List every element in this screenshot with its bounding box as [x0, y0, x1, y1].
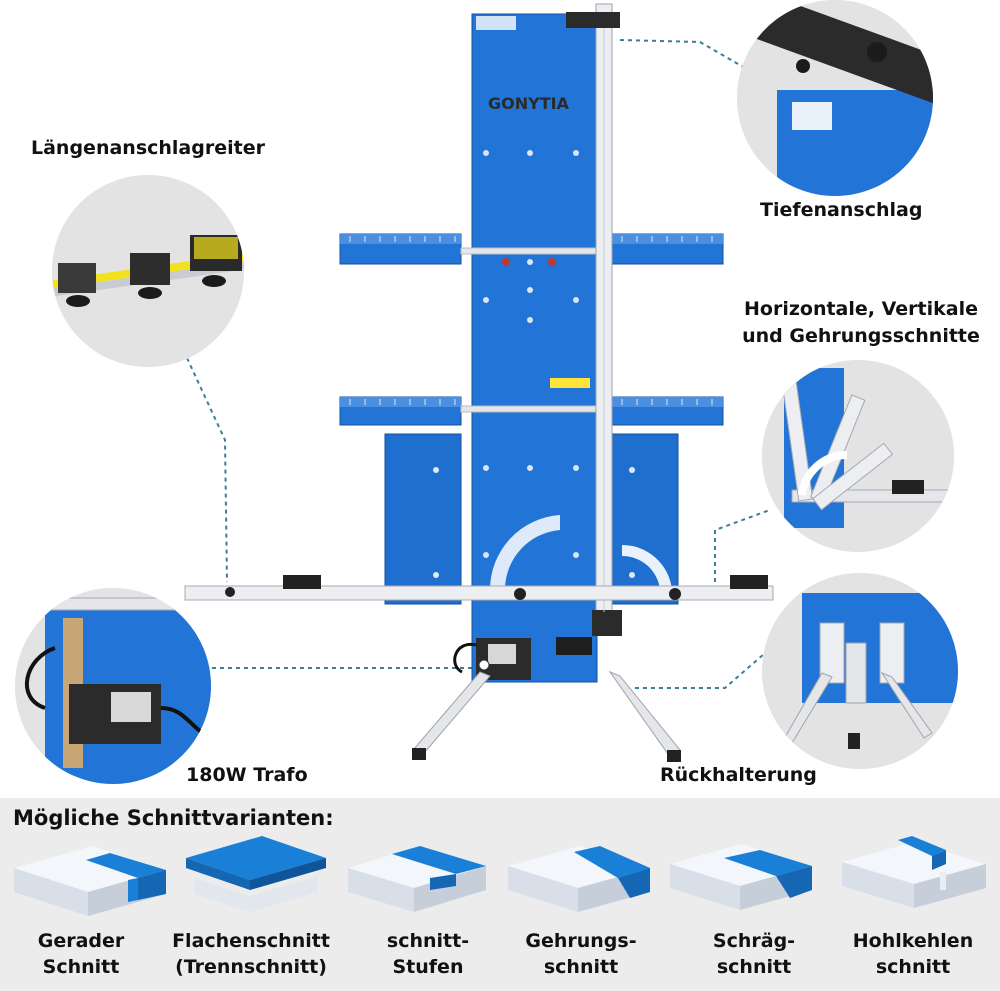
label-tiefenanschlag: Tiefenanschlag: [760, 199, 923, 221]
variant-3-line2: Stufen: [392, 956, 464, 978]
label-schnitte: Horizontale, Vertikale und Gehrungsschni…: [738, 296, 984, 350]
detail-circle-schnitte: [762, 360, 954, 552]
upper-rail: [460, 247, 613, 255]
ruler-ticks: [349, 236, 713, 405]
variant-label-schraegschnitt: Schräg- schnitt: [669, 928, 839, 980]
variant-6-line1: Hohlkehlen: [852, 930, 974, 952]
left-stop-block: [283, 575, 321, 589]
brand-logo: GONYTIA: [488, 94, 570, 113]
variant-label-stufen: schnitt- Stufen: [343, 928, 513, 980]
variant-4-line1: Gehrungs-: [525, 930, 637, 952]
variants-title: Mögliche Schnittvarianten:: [13, 806, 334, 830]
yellow-sticker: [550, 378, 590, 388]
machine-illustration: GONYTIA: [184, 3, 781, 762]
variant-label-gerader-schnitt: Gerader Schnitt: [0, 928, 166, 980]
label-schnitte-line2: und Gehrungsschnitte: [742, 325, 980, 347]
left-lower-wing: [384, 433, 462, 605]
rider-block-1: [58, 263, 96, 293]
horizontal-length-rail: [184, 585, 774, 601]
variant-6-line2: schnitt: [875, 956, 951, 978]
right-arc-guide: [622, 544, 672, 590]
variants-band: [0, 798, 1000, 991]
label-schnitte-line1: Horizontale, Vertikale: [744, 298, 978, 320]
variant-3-line1: schnitt-: [386, 930, 470, 952]
variant-label-flachenschnitt: Flachenschnitt (Trennschnitt): [166, 928, 336, 980]
variant-5-line2: schnitt: [716, 956, 792, 978]
label-trafo: 180W Trafo: [186, 764, 308, 786]
callout-lines: [186, 39, 781, 689]
label-rueckhalterung: Rückhalterung: [660, 764, 817, 786]
rider-block-2: [130, 253, 170, 285]
callout-line-tiefenanschlag: [619, 39, 746, 69]
miter-protractor: [489, 515, 560, 590]
callout-line-rueckhalterung: [635, 639, 781, 689]
right-stop-block: [730, 575, 768, 589]
callout-line-laengenanschlag: [186, 357, 228, 583]
detail-circle-tiefenanschlag: [737, 0, 933, 196]
variant-2-line1: Flachenschnitt: [172, 930, 330, 952]
variant-5-line1: Schräg-: [712, 930, 796, 952]
detail-circle-rueckhalterung: [762, 573, 958, 769]
detail-circle-trafo: [15, 588, 211, 784]
warning-sticker: [476, 16, 516, 30]
left-leg: [412, 671, 491, 753]
arm-base-clamp: [592, 610, 622, 636]
variant-2-line2: (Trennschnitt): [175, 956, 327, 978]
board-holes: [483, 150, 579, 558]
variant-1-line2: Schnitt: [42, 956, 120, 978]
switch-box: [556, 637, 592, 655]
variant-1-line1: Gerader: [37, 930, 125, 952]
label-laengenanschlagreiter: Längenanschlagreiter: [31, 137, 265, 159]
lower-rail: [460, 405, 613, 413]
variant-label-gehrungsschnitt: Gehrungs- schnitt: [496, 928, 666, 980]
depth-stop-head: [566, 12, 620, 28]
callout-line-schnitte: [714, 509, 771, 590]
variant-label-hohlkehlenschnitt: Hohlkehlen schnitt: [828, 928, 998, 980]
right-leg: [608, 670, 681, 755]
detail-circle-laengenanschlag: [52, 175, 244, 367]
variant-4-line2: schnitt: [543, 956, 619, 978]
